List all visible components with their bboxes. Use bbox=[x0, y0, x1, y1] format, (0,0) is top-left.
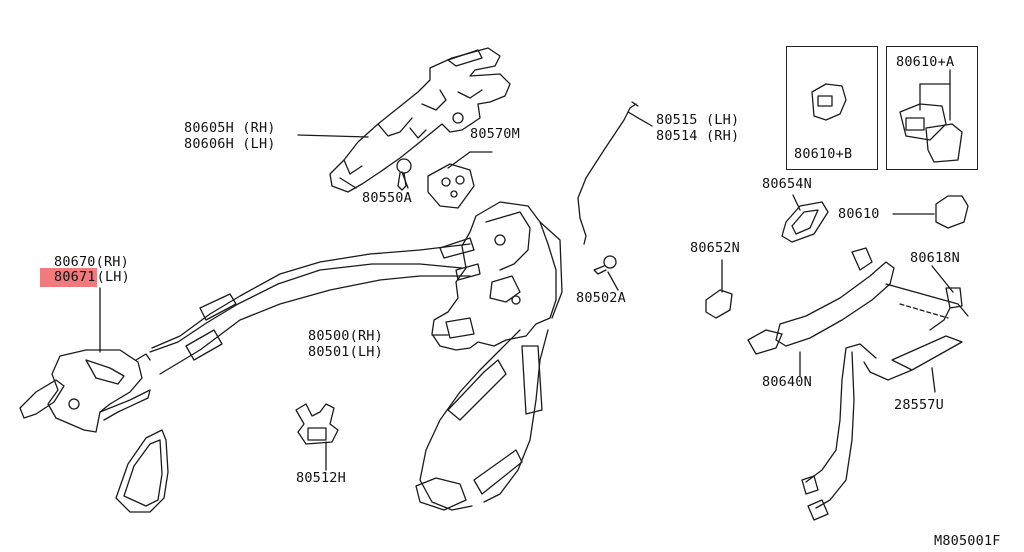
label-28557u: 28557U bbox=[894, 397, 944, 413]
label-80512h: 80512H bbox=[296, 470, 346, 486]
label-80502a: 80502A bbox=[576, 290, 626, 306]
label-80500: 80500(RH) bbox=[308, 328, 383, 344]
gasket-80652n bbox=[705, 289, 733, 319]
screw-80550a bbox=[396, 158, 412, 191]
gasket-80654n bbox=[781, 201, 829, 243]
handle-escutcheon bbox=[115, 429, 169, 513]
key-cylinder-80610a bbox=[899, 103, 963, 163]
leader-lines bbox=[99, 69, 954, 471]
label-80610: 80610 bbox=[838, 206, 880, 222]
label-80670: 80670(RH) bbox=[54, 254, 129, 270]
outside-handle bbox=[747, 247, 969, 355]
cap-80610b bbox=[811, 83, 847, 121]
label-80610a: 80610+A bbox=[896, 54, 955, 70]
label-80671: 80671(LH) bbox=[40, 268, 130, 287]
clip-80512h bbox=[295, 403, 339, 445]
label-80550a: 80550A bbox=[362, 190, 412, 206]
label-80570m: 80570M bbox=[470, 126, 520, 142]
outside-handle-bracket bbox=[329, 47, 511, 193]
rod-80515 bbox=[577, 101, 639, 245]
kit-box-80610b bbox=[786, 46, 878, 170]
label-80652n: 80652N bbox=[690, 240, 740, 256]
label-80501: 80501(LH) bbox=[308, 344, 383, 360]
label-80514: 80514 (RH) bbox=[656, 128, 740, 144]
cables bbox=[149, 237, 481, 375]
bracket-80570m bbox=[427, 163, 475, 209]
sensor-harness-28557u bbox=[801, 307, 963, 521]
label-80610b: 80610+B bbox=[794, 146, 853, 162]
cap-80610 bbox=[935, 195, 969, 229]
label-80515: 80515 (LH) bbox=[656, 112, 740, 128]
label-80618n: 80618N bbox=[910, 250, 960, 266]
label-80605h: 80605H (RH) bbox=[184, 120, 276, 136]
kit-box-80610a bbox=[886, 46, 978, 170]
label-80671-number-highlighted[interactable]: 80671 bbox=[40, 268, 97, 287]
label-80606h: 80606H (LH) bbox=[184, 136, 276, 152]
label-80654n: 80654N bbox=[762, 176, 812, 192]
door-lock-actuator bbox=[415, 201, 563, 511]
label-80640n: 80640N bbox=[762, 374, 812, 390]
clip-80502a bbox=[593, 255, 617, 275]
inside-handle bbox=[19, 349, 151, 433]
diagram-code: M805001F bbox=[934, 533, 1001, 549]
label-80671-side: (LH) bbox=[96, 269, 130, 285]
